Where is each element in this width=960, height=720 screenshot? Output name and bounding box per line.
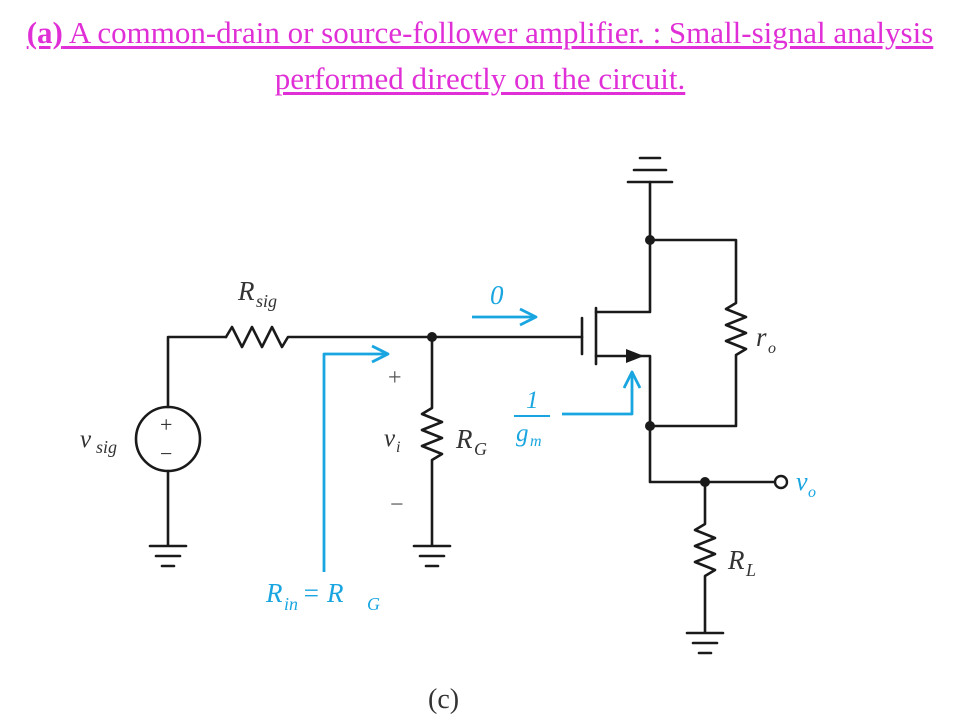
mosfet-source-arrow bbox=[626, 349, 644, 363]
vi-subscript: i bbox=[396, 439, 400, 456]
rin-subscript: in bbox=[284, 594, 298, 614]
slide-title: (a) A common-drain or source-follower am… bbox=[20, 10, 940, 102]
wire-source-top bbox=[166, 335, 228, 409]
gm-denominator: g bbox=[516, 420, 529, 447]
wire-to-output bbox=[648, 424, 777, 484]
resistor-rg bbox=[412, 335, 452, 568]
ro-subscript: o bbox=[768, 340, 776, 357]
vo-subscript: o bbox=[808, 484, 816, 501]
source-plus-sign: + bbox=[160, 412, 172, 437]
rin-arrow bbox=[322, 344, 390, 572]
gate-current-arrow bbox=[472, 307, 538, 327]
ground-symbol-source bbox=[148, 544, 188, 568]
vi-minus-sign: − bbox=[390, 492, 404, 518]
rin-label: R bbox=[265, 578, 283, 608]
ro-label: r bbox=[756, 322, 767, 352]
rsig-label: R bbox=[237, 276, 255, 306]
mosfet-source-lead bbox=[594, 354, 652, 428]
gate-current-label: 0 bbox=[490, 280, 504, 310]
source-minus-sign: − bbox=[160, 441, 172, 466]
rin-rhs-subscript: G bbox=[367, 594, 380, 614]
mosfet-drain-lead bbox=[594, 238, 652, 314]
gm-numerator: 1 bbox=[526, 387, 539, 414]
rg-label: R bbox=[455, 424, 473, 454]
vo-label: v bbox=[796, 467, 808, 496]
ground-symbol-drain bbox=[626, 156, 674, 242]
figure-caption: (c) bbox=[428, 684, 459, 715]
output-terminal bbox=[773, 474, 789, 490]
rl-subscript: L bbox=[745, 560, 756, 580]
title-text: A common-drain or source-follower amplif… bbox=[62, 15, 934, 96]
resistor-rsig bbox=[224, 325, 434, 349]
ground-symbol-rl bbox=[685, 631, 725, 655]
signal-source: + − bbox=[134, 335, 228, 568]
gm-denominator-subscript: m bbox=[530, 433, 542, 450]
resistor-rl bbox=[685, 480, 725, 655]
rsig-subscript: sig bbox=[256, 291, 277, 311]
vsig-label: v bbox=[80, 426, 92, 453]
gm-arrow bbox=[562, 370, 642, 416]
vsig-subscript: sig bbox=[96, 437, 117, 457]
rl-label: R bbox=[727, 545, 745, 575]
ground-symbol-rg bbox=[412, 544, 452, 568]
rin-equals-label: = R bbox=[302, 578, 344, 608]
vi-plus-sign: + bbox=[388, 365, 402, 391]
resistor-ro bbox=[648, 238, 748, 428]
rg-subscript: G bbox=[474, 439, 487, 459]
vi-label: v bbox=[384, 425, 396, 452]
mosfet-transistor bbox=[580, 238, 652, 428]
title-part-label: (a) bbox=[26, 15, 63, 50]
